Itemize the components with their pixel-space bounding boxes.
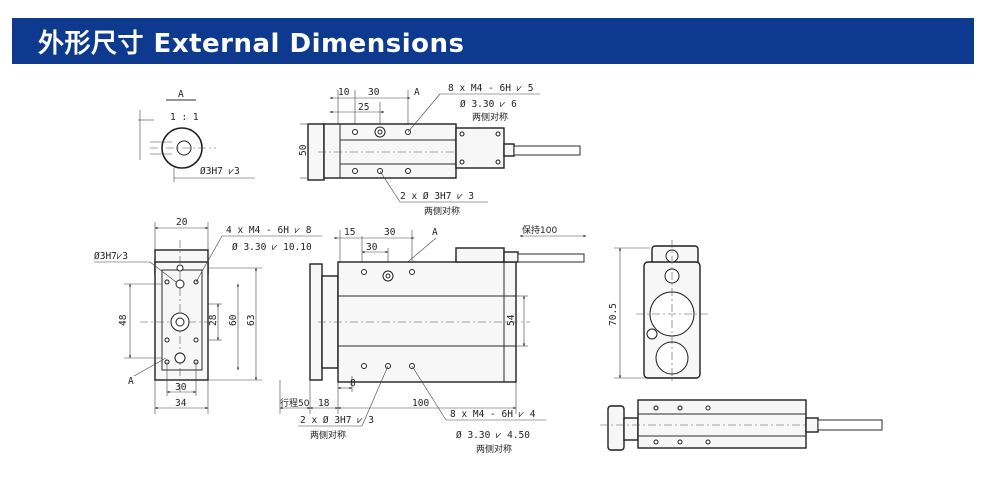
side-dim-100: 100: [412, 398, 429, 409]
side-view: 15 30 30 A 保持100 54: [279, 224, 587, 455]
front-dim-63: 63: [246, 315, 257, 326]
end-view: 70.5: [608, 240, 708, 384]
front-note-line1: 4 x M4 - 6H ⩗ 8: [226, 225, 312, 236]
page-title: 外形尺寸 External Dimensions: [38, 28, 465, 59]
top-dim-10: 10: [338, 87, 350, 98]
side-note2-line3: 两侧对称: [476, 443, 512, 455]
side-dim-30-inner: 30: [366, 242, 378, 253]
top-note1-line3: 两侧对称: [472, 111, 508, 123]
front-note-line2: Ø 3.30 ⩗ 10.10: [232, 242, 312, 253]
front-hole-callout: Ø3H7⩗3: [94, 251, 128, 262]
side-stroke-label: 行程50: [280, 397, 310, 409]
side-dim-15: 15: [344, 227, 355, 238]
end-dim-70-5: 70.5: [608, 303, 619, 326]
side-dim-18: 18: [318, 398, 330, 409]
top-note1-line2: Ø 3.30 ⩗ 6: [460, 99, 517, 110]
side-note1-line2: 两侧对称: [310, 429, 346, 441]
front-dim-48: 48: [118, 314, 129, 326]
bottom-top-view: [600, 399, 883, 451]
front-end-view: 20 Ø3H7⩗3 4 x M4 - 6H ⩗ 8 Ø 3.30 ⩗ 10.10: [94, 217, 322, 414]
side-cable-note: 保持100: [522, 224, 557, 236]
top-dim-50: 50: [298, 144, 309, 156]
side-dim-30-top: 30: [384, 227, 396, 238]
side-note2-line2: Ø 3.30 ⩗ 4.50: [456, 430, 530, 441]
top-dim-25: 25: [358, 102, 369, 113]
section-label: A: [178, 89, 184, 100]
side-dim-54: 54: [506, 314, 517, 326]
section-hole-callout: Ø3H7 ⩗3: [200, 166, 240, 177]
side-label-a: A: [432, 227, 438, 238]
front-dim-34: 34: [175, 398, 187, 409]
top-note2-line2: 两侧对称: [424, 205, 460, 217]
top-note2-line1: 2 x Ø 3H7 ⩗ 3: [400, 191, 474, 202]
section-view-a: A 1 : 1 Ø3H7 ⩗3: [138, 89, 255, 182]
front-dim-28: 28: [208, 314, 219, 326]
front-dim-20: 20: [176, 217, 188, 228]
section-ratio: 1 : 1: [170, 112, 199, 123]
side-note1-line1: 2 x Ø 3H7 ⩗ 3: [300, 415, 374, 426]
top-dim-30: 30: [368, 87, 380, 98]
top-view: 10 30 25 A 50 8 x M4 - 6: [298, 83, 581, 217]
side-note2-line1: 8 x M4 - 6H ⩗ 4: [450, 409, 536, 420]
front-label-a: A: [128, 376, 134, 387]
side-dim-8: 8: [350, 378, 356, 389]
header-banner: 外形尺寸 External Dimensions: [12, 18, 974, 64]
front-dim-60: 60: [228, 314, 239, 326]
front-dim-30: 30: [175, 382, 187, 393]
top-note1-line1: 8 x M4 - 6H ⩗ 5: [448, 83, 533, 94]
top-label-a: A: [414, 87, 420, 98]
